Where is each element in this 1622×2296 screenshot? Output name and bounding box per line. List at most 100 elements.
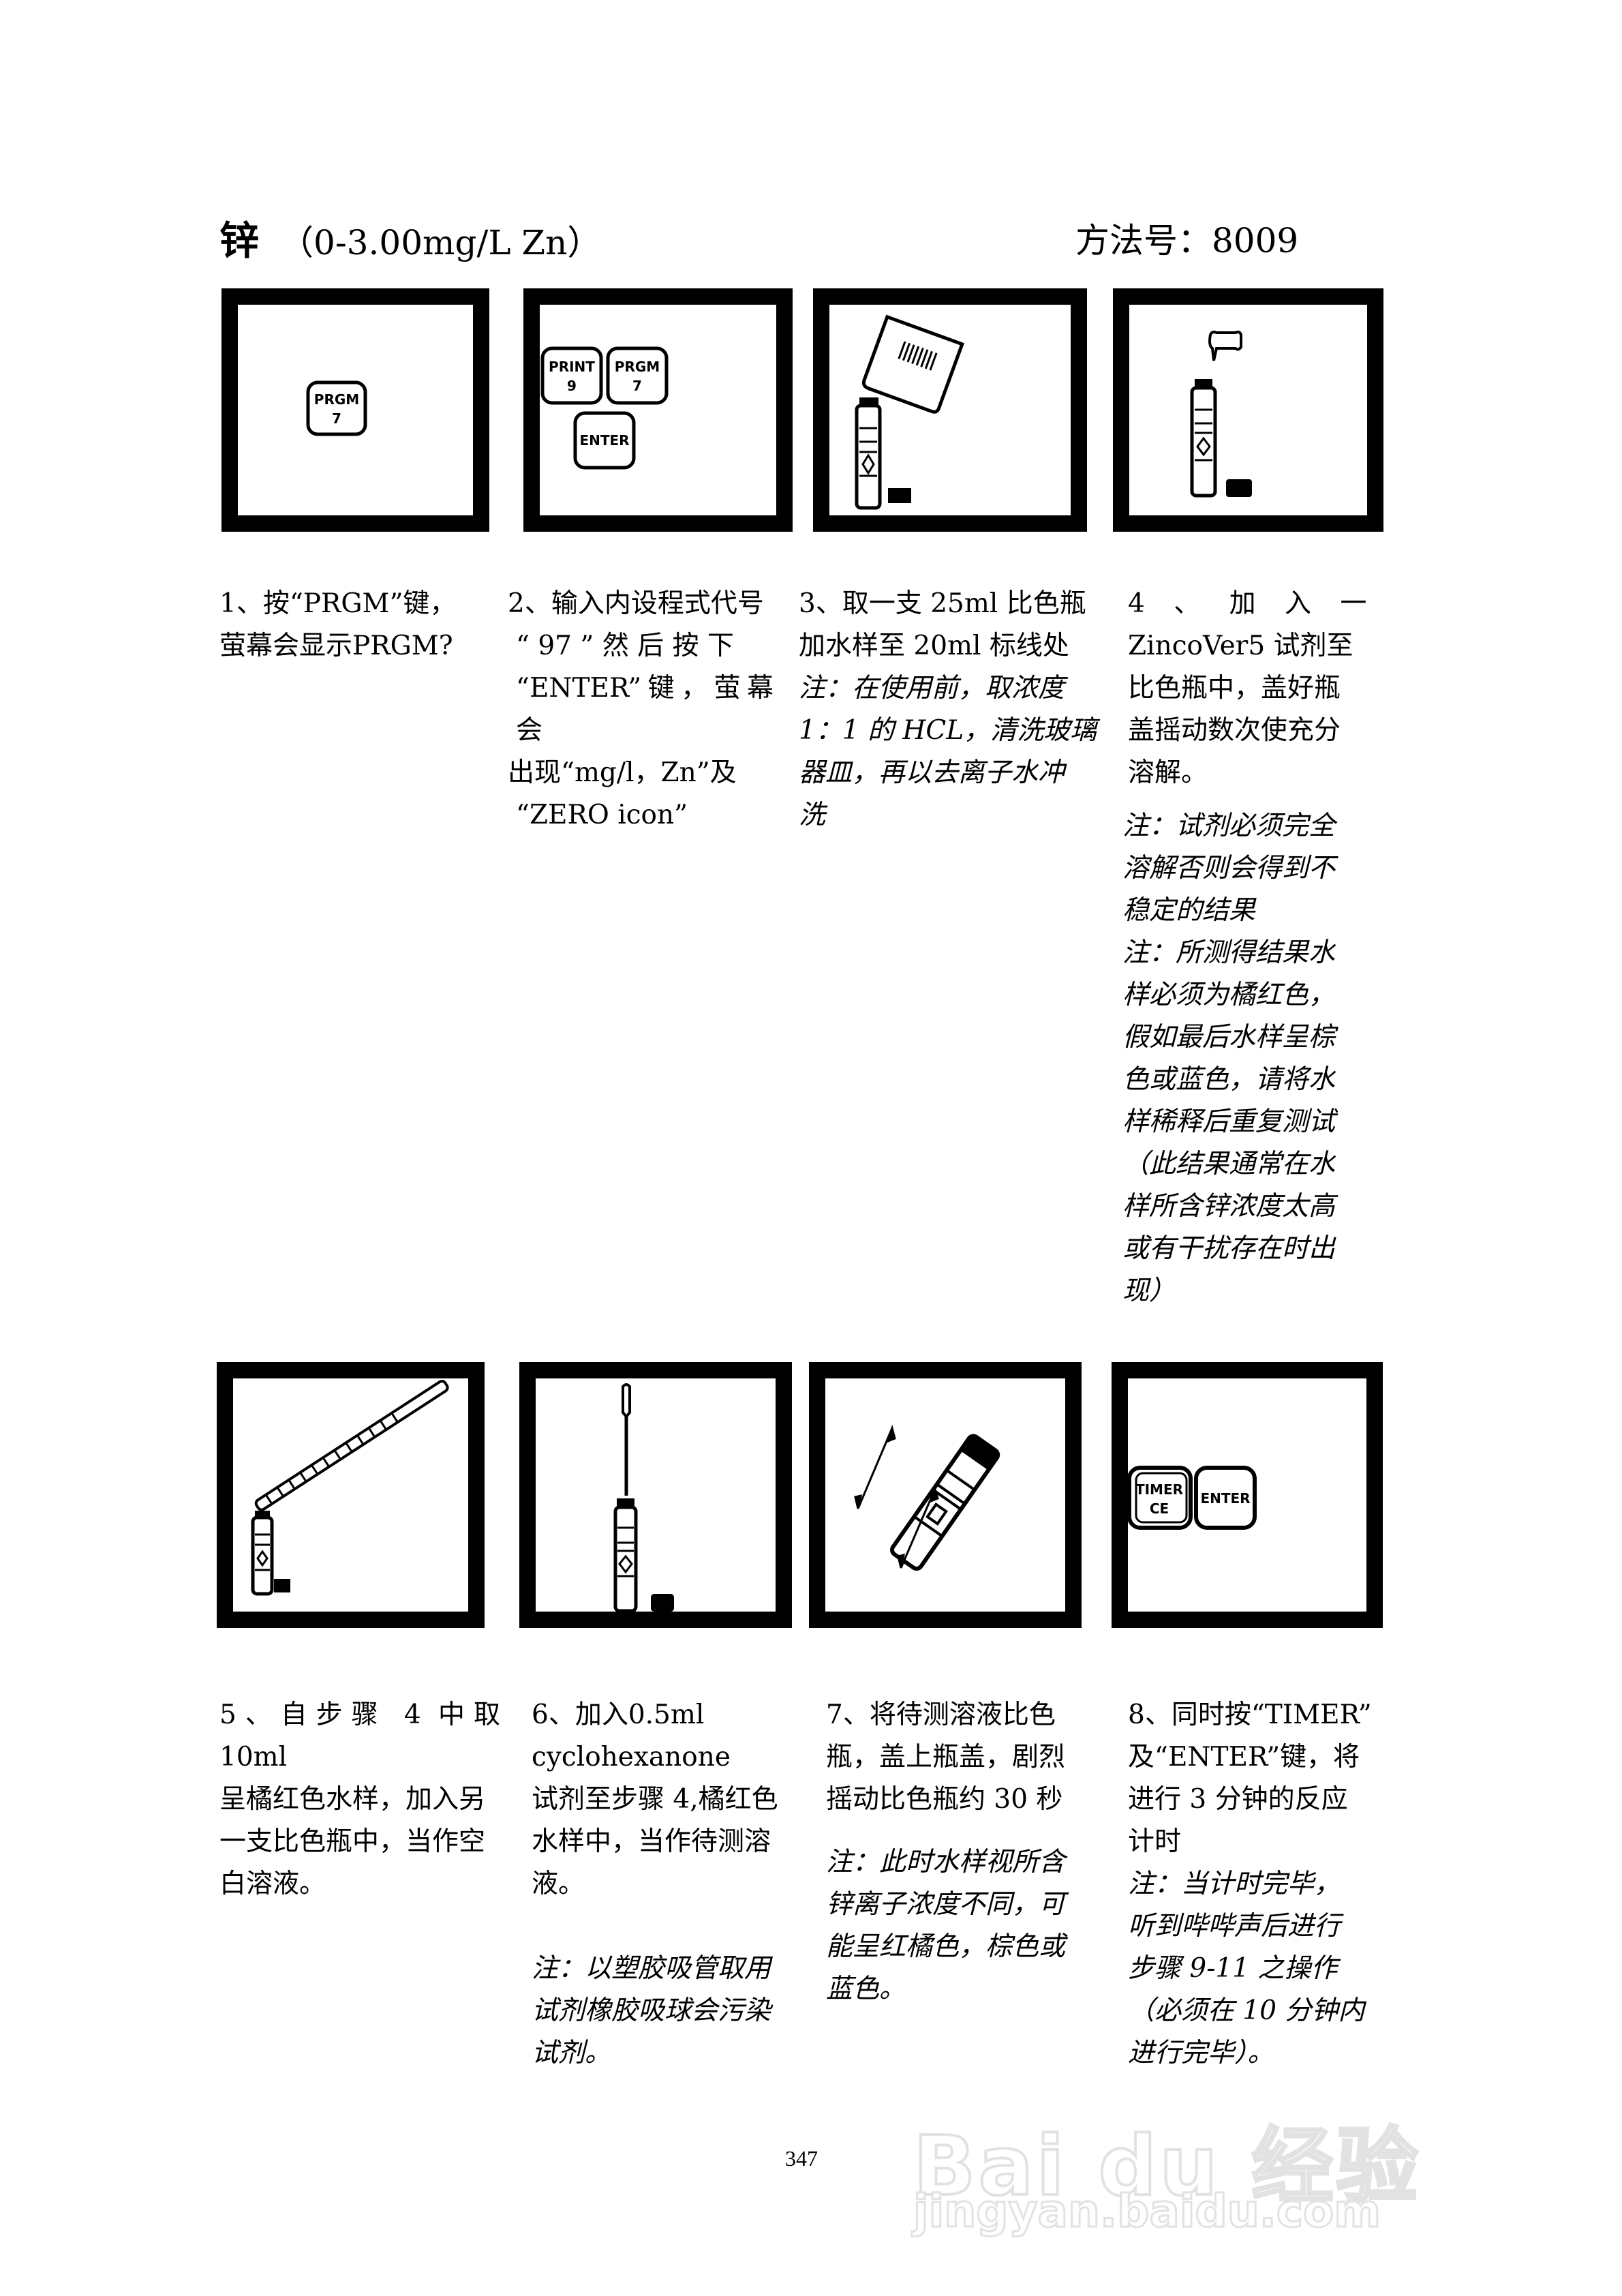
svg-text:PRGM: PRGM <box>314 391 359 408</box>
reagent-pillow-into-vial-icon <box>1190 331 1252 498</box>
note-line: 进行完毕）。 <box>1128 2038 1274 2068</box>
svg-text:7: 7 <box>332 410 341 427</box>
figure-step-7 <box>809 1362 1082 1628</box>
note-line: 注：此时水样视所含 <box>826 1847 1066 1877</box>
step-8-text: 8、同时按“TIMER” 及“ENTER”键，将 进行 3 分钟的反应 计时 注… <box>1128 1694 1387 2074</box>
figure-step-3 <box>813 288 1087 532</box>
step-line: 5、自步骤 4 中取 10ml <box>219 1700 500 1772</box>
figure-step-8: TIMER CE ENTER <box>1112 1362 1383 1628</box>
step-line: 一支比色瓶中，当作空 <box>219 1826 486 1857</box>
step-3-note: 注：在使用前，取浓度 1：1 的 HCL，清洗玻璃 器皿，再以去离子水冲 洗 <box>799 667 1099 836</box>
note-line: 现） <box>1122 1275 1176 1306</box>
step-5-text: 5、自步骤 4 中取 10ml 呈橘红色水样，加入另 一支比色瓶中，当作空 白溶… <box>219 1694 500 1905</box>
svg-text:7: 7 <box>632 378 642 394</box>
step-line: 1、按“PRGM”键， <box>219 588 457 619</box>
watermark-url: jingyan.baidu.com <box>912 2184 1381 2239</box>
step-7-text: 7、将待测溶液比色 瓶，盖上瓶盖，剧烈 摇动比色瓶约 30 秒 注：此时水样视所… <box>826 1694 1105 2010</box>
step-1-text: 1、按“PRGM”键， 萤幕会显示PRGM? <box>219 583 472 667</box>
step-line: 出现“mg/l，Zn”及 <box>508 757 737 788</box>
note-line: 稳定的结果 <box>1122 895 1256 926</box>
step-line: 摇动比色瓶约 30 秒 <box>826 1784 1063 1815</box>
step-line: “ 97 ” 然 后 按 下 <box>516 631 734 661</box>
svg-text:9: 9 <box>567 378 577 394</box>
figure-step-5 <box>217 1362 485 1628</box>
note-line: 注：在使用前，取浓度 <box>799 673 1065 704</box>
pipette-into-vial-icon <box>251 1380 449 1596</box>
step-line: 加水样至 20ml 标线处 <box>799 631 1069 661</box>
note-line: 注：当计时完毕， <box>1128 1869 1341 1899</box>
step-line: 计时 <box>1128 1826 1182 1857</box>
step-line: 试剂至步骤 4,橘红色 <box>532 1784 778 1815</box>
note-line: 样稀释后重复测试 <box>1122 1106 1336 1137</box>
note-line: 1：1 的 HCL，清洗玻璃 <box>799 715 1097 746</box>
note-line: 注：所测得结果水 <box>1122 937 1336 968</box>
page-number: 347 <box>785 2146 818 2171</box>
watermark-brand: Bai du 经验 <box>912 2118 1421 2216</box>
step-line: ZincoVer5 试剂至 <box>1128 631 1353 661</box>
figure-step-2: PRINT 9 PRGM 7 ENTER <box>523 288 793 532</box>
step-line: 2、输入内设程式代号 <box>508 588 764 619</box>
note-line: 步骤 9-11 之操作 <box>1128 1953 1338 1984</box>
note-line: 假如最后水样呈棕 <box>1122 1022 1336 1053</box>
method-number: 方法号：8009 <box>1075 221 1299 260</box>
beaker-pouring-into-vial-icon <box>855 314 964 510</box>
step-line: 比色瓶中，盖好瓶 <box>1128 673 1341 704</box>
note-line: 蓝色。 <box>826 1974 906 2004</box>
figure-step-4 <box>1113 288 1383 532</box>
figure-step-6 <box>519 1362 792 1628</box>
note-line: 样必须为橘红色， <box>1122 980 1336 1010</box>
note-line: 试剂。 <box>532 2038 612 2068</box>
svg-text:ENTER: ENTER <box>1200 1490 1250 1507</box>
keypad-prgm-key-icon: PRGM 7 <box>306 380 367 436</box>
note-line: 样所含锌浓度太高 <box>1122 1191 1336 1222</box>
step-line: 水样中，当作待测溶 <box>532 1826 771 1857</box>
element-name: 锌 <box>219 217 260 264</box>
note-line: 注：以塑胶吸管取用 <box>532 1953 771 1984</box>
step-6-text: 6、加入0.5ml cyclohexanone 试剂至步骤 4,橘红色 水样中，… <box>532 1694 804 2074</box>
svg-text:TIMER: TIMER <box>1135 1481 1183 1498</box>
svg-text:PRINT: PRINT <box>549 359 595 375</box>
note-line: 注：试剂必须完全 <box>1122 811 1336 841</box>
step-line: 白溶液。 <box>219 1869 326 1899</box>
step-line: 液。 <box>532 1869 585 1899</box>
note-line: 锌离子浓度不同，可 <box>826 1889 1066 1920</box>
concentration-range: （0-3.00mg/L Zn） <box>279 223 602 262</box>
note-line: 试剂橡胶吸球会污染 <box>532 1995 771 2026</box>
dropper-into-vial-icon <box>613 1383 674 1613</box>
keypad-timer-enter-icon: TIMER CE ENTER <box>1127 1466 1257 1530</box>
step-line: 7、将待测溶液比色 <box>826 1700 1056 1730</box>
svg-text:PRGM: PRGM <box>615 359 660 375</box>
note-line: 溶解否则会得到不 <box>1122 853 1336 883</box>
note-line: （必须在 10 分钟内 <box>1128 1995 1365 2026</box>
step-line: 及“ENTER”键，将 <box>1128 1742 1360 1772</box>
svg-text:CE: CE <box>1150 1500 1169 1517</box>
note-line: 器皿，再以去离子水冲 <box>799 757 1065 788</box>
note-line: 或有干扰存在时出 <box>1122 1233 1336 1264</box>
baidu-watermark: Bai du 经验 jingyan.baidu.com <box>912 2100 1527 2256</box>
step-line: 3、取一支 25ml 比色瓶 <box>799 588 1086 619</box>
step-7-note: 注：此时水样视所含 锌离子浓度不同，可 能呈红橘色，棕色或 蓝色。 <box>826 1841 1105 2010</box>
note-line: 色或蓝色，请将水 <box>1122 1064 1336 1095</box>
svg-text:ENTER: ENTER <box>579 432 629 449</box>
page-title: 锌 （0-3.00mg/L Zn） <box>219 217 601 267</box>
step-6-note: 注：以塑胶吸管取用 试剂橡胶吸球会污染 试剂。 <box>532 1948 804 2074</box>
step-3-text: 3、取一支 25ml 比色瓶 加水样至 20ml 标线处 注：在使用前，取浓度 … <box>799 583 1099 836</box>
step-line: 盖摇动数次使充分 <box>1128 715 1341 746</box>
step-2-text: 2、输入内设程式代号 “ 97 ” 然 后 按 下 “ENTER”键，萤幕会 出… <box>508 583 774 836</box>
keypad-print-prgm-enter-icon: PRINT 9 PRGM 7 ENTER <box>540 346 669 470</box>
shake-vial-icon <box>854 1424 1000 1571</box>
step-4-note: 注：试剂必须完全 溶解否则会得到不 稳定的结果 注：所测得结果水 样必须为橘红色… <box>1122 805 1373 1312</box>
step-line: 4 、 加 入 一 <box>1128 588 1367 619</box>
step-line: 6、加入0.5ml <box>532 1700 705 1730</box>
step-line: “ZERO icon” <box>516 800 688 830</box>
step-line: cyclohexanone <box>532 1742 731 1772</box>
step-line: 萤幕会显示PRGM? <box>219 631 453 661</box>
step-8-note: 注：当计时完毕， 听到哔哔声后进行 步骤 9-11 之操作 （必须在 10 分钟… <box>1128 1863 1387 2074</box>
step-line: 进行 3 分钟的反应 <box>1128 1784 1348 1815</box>
step-line: 溶解。 <box>1128 757 1208 788</box>
step-4-text: 4 、 加 入 一 ZincoVer5 试剂至 比色瓶中，盖好瓶 盖摇动数次使充… <box>1122 583 1373 1312</box>
note-line: （此结果通常在水 <box>1122 1149 1336 1179</box>
step-line: 8、同时按“TIMER” <box>1128 1700 1372 1730</box>
step-line: 瓶，盖上瓶盖，剧烈 <box>826 1742 1066 1772</box>
note-line: 能呈红橘色，棕色或 <box>826 1931 1066 1962</box>
